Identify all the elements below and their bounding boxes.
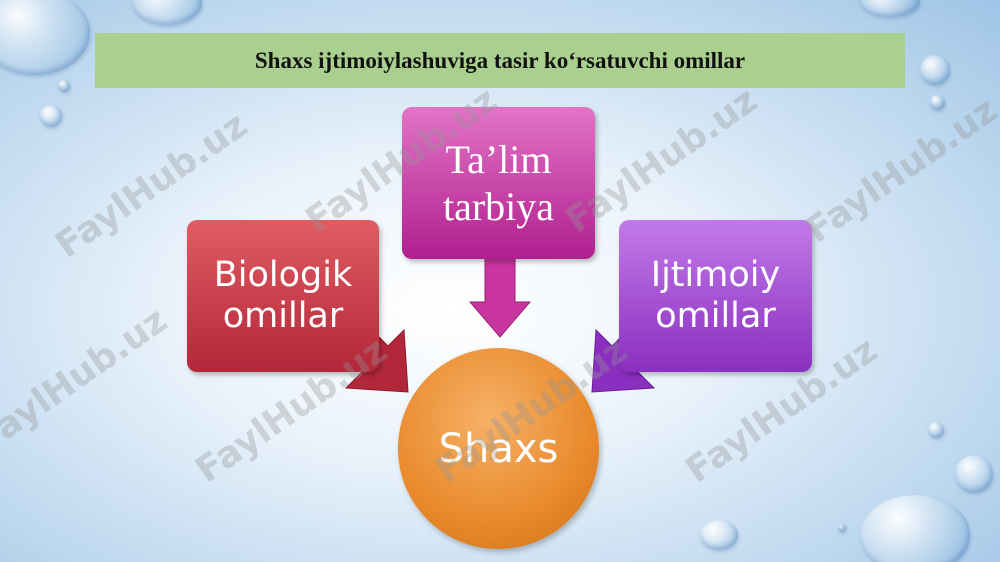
water-drop [860, 0, 920, 17]
arrow-talim-to-shaxs [468, 257, 532, 338]
node-biologik-omillar: Biologik omillar [187, 220, 379, 372]
node-shaxs-label: Shaxs [438, 425, 559, 472]
node-talim-label: Ta’lim tarbiya [442, 136, 555, 229]
water-drop [58, 80, 70, 92]
node-shaxs: Shaxs [398, 348, 599, 549]
node-biologik-label: Biologik omillar [213, 254, 353, 336]
node-ijtimoiy-omillar: Ijtimoiy omillar [619, 220, 812, 372]
water-drop [860, 495, 970, 562]
water-drop [838, 524, 846, 532]
node-ijtimoiy-label: Ijtimoiy omillar [650, 254, 781, 336]
water-drop [955, 455, 993, 493]
water-drop [928, 422, 944, 438]
slide-title: Shaxs ijtimoiylashuviga tasir ko‘rsatuvc… [254, 47, 746, 73]
node-talim-tarbiya: Ta’lim tarbiya [402, 107, 595, 259]
water-drop [920, 55, 950, 85]
water-drop [700, 520, 738, 550]
water-drop [40, 105, 62, 127]
water-drop [930, 95, 945, 110]
title-bar: Shaxs ijtimoiylashuviga tasir ko‘rsatuvc… [95, 33, 905, 88]
